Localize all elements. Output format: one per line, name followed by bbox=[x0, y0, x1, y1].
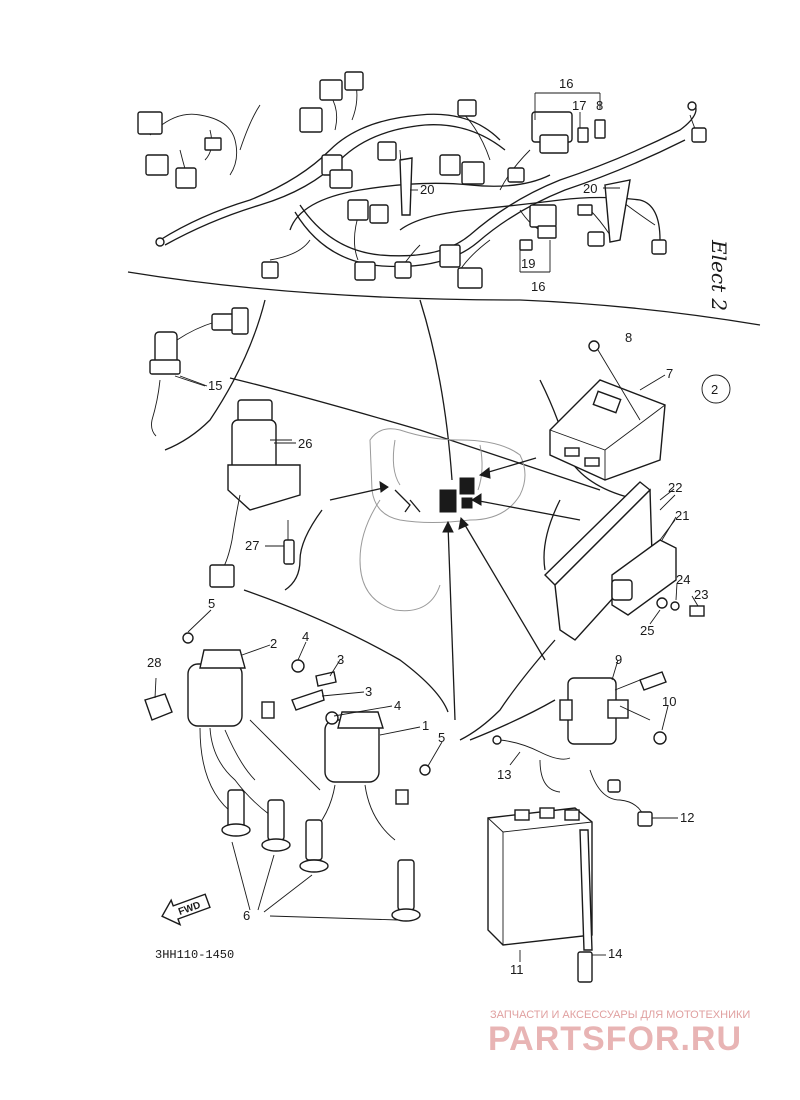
callout-9: 9 bbox=[615, 652, 622, 667]
rectifier-bracket bbox=[544, 481, 705, 641]
callout-6: 6 bbox=[243, 908, 250, 923]
callout-labels: 16 17 8 20 20 19 16 8 7 15 26 22 21 27 2… bbox=[147, 76, 708, 977]
callout-14: 14 bbox=[608, 946, 622, 961]
callout-1: 1 bbox=[422, 718, 429, 733]
callout-5: 5 bbox=[438, 730, 445, 745]
callout-26: 26 bbox=[298, 436, 312, 451]
callout-7: 7 bbox=[666, 366, 673, 381]
forward-arrow: FWD bbox=[161, 893, 211, 926]
callout-5-left: 5 bbox=[208, 596, 215, 611]
ignition-coils bbox=[144, 632, 431, 922]
watermark: ЗАПЧАСТИ И АКСЕССУАРЫ ДЛЯ МОТОТЕХНИКИ PA… bbox=[488, 1009, 750, 1058]
watermark-logo: PARTSFOR.RU bbox=[488, 1020, 742, 1058]
main-switch bbox=[209, 399, 301, 588]
callout-25: 25 bbox=[640, 623, 654, 638]
callout-15: 15 bbox=[208, 378, 222, 393]
callout-20-right: 20 bbox=[583, 181, 597, 196]
callout-2: 2 bbox=[270, 636, 277, 651]
handwritten-annotation: Elect 2 2 bbox=[701, 239, 731, 404]
handwritten-note: Elect 2 bbox=[707, 239, 731, 311]
callout-17: 17 bbox=[572, 98, 586, 113]
callout-22: 22 bbox=[668, 480, 682, 495]
callout-3: 3 bbox=[365, 684, 372, 699]
callout-11: 11 bbox=[510, 962, 524, 977]
center-location-markers bbox=[329, 457, 581, 721]
diagram-code: 3HH110-1450 bbox=[155, 948, 234, 962]
cdi-unit bbox=[549, 340, 666, 481]
callout-3-top: 3 bbox=[337, 652, 344, 667]
battery bbox=[487, 807, 593, 983]
callout-23: 23 bbox=[694, 587, 708, 602]
callout-leaders bbox=[154, 92, 699, 962]
callout-27: 27 bbox=[245, 538, 259, 553]
callout-19: 19 bbox=[521, 256, 535, 271]
callout-16-top: 16 bbox=[559, 76, 573, 91]
callout-13: 13 bbox=[497, 767, 511, 782]
motorcycle-outline bbox=[359, 428, 526, 612]
watermark-tagline: ЗАПЧАСТИ И АКСЕССУАРЫ ДЛЯ МОТОТЕХНИКИ bbox=[490, 1009, 750, 1021]
callout-4: 4 bbox=[394, 698, 401, 713]
callout-20-left: 20 bbox=[420, 182, 434, 197]
wire-harness bbox=[137, 71, 707, 289]
neutral-switch bbox=[149, 307, 249, 437]
callout-21: 21 bbox=[675, 508, 689, 523]
callout-4-top: 4 bbox=[302, 629, 309, 644]
callout-8: 8 bbox=[625, 330, 632, 345]
callout-16-bottom: 16 bbox=[531, 279, 545, 294]
callout-10: 10 bbox=[662, 694, 676, 709]
callout-12: 12 bbox=[680, 810, 694, 825]
section-boundaries bbox=[127, 271, 761, 741]
callout-8-top: 8 bbox=[596, 98, 603, 113]
callout-28: 28 bbox=[147, 655, 161, 670]
starter-relay bbox=[492, 671, 667, 827]
circled-mark-ring bbox=[701, 374, 731, 404]
callout-24: 24 bbox=[676, 572, 690, 587]
circled-mark: 2 bbox=[711, 382, 718, 397]
